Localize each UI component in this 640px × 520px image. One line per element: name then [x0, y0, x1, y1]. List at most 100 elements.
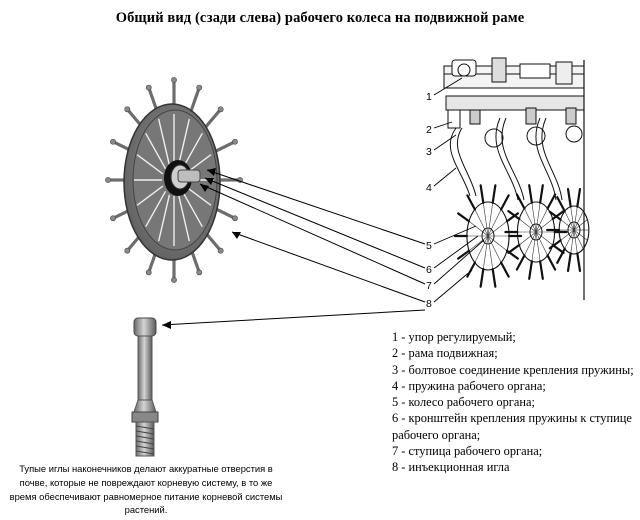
drawing-wheel-needle	[466, 194, 476, 211]
drawing-wheel-spoke	[468, 221, 489, 237]
parts-legend: 1 - упор регулируемый; 2 - рама подвижна…	[392, 329, 637, 476]
drawing-wheel-spoke	[573, 229, 588, 241]
wheel-spoke	[177, 118, 190, 166]
drawing-wheel-spoke	[487, 209, 502, 237]
wheel-spike	[213, 140, 237, 154]
drawing-wheel-needle	[528, 184, 533, 204]
legend-item: 4 - пружина рабочего органа;	[392, 378, 546, 393]
frame-technical-drawing	[443, 57, 590, 300]
drawing-wheel-needle	[576, 187, 582, 208]
wheel-spokes	[134, 114, 214, 246]
needle-collar	[133, 399, 157, 413]
wheel-spoke	[145, 190, 167, 228]
drawing-wheel-needle	[548, 239, 562, 250]
needle-thread-lines	[135, 425, 155, 455]
wheel-spoke	[177, 194, 190, 242]
drawing-wheel-needle	[546, 193, 557, 210]
injection-needle-illustration	[131, 317, 159, 457]
wheel-spike-tip	[145, 84, 152, 91]
drawing-wheel-spoke	[487, 235, 508, 251]
wheel-spike-tip	[105, 177, 111, 183]
injection-wheel-illustration	[105, 77, 243, 283]
wheel-spike-tip	[110, 215, 116, 222]
wheel-spike-tip	[196, 269, 203, 276]
drawing-wheel-needle	[491, 268, 497, 288]
drawing-wheel-spoke	[487, 235, 502, 263]
callout-7: 7	[426, 280, 432, 292]
drawing-wheel-spoke	[487, 235, 493, 270]
drawing-wheel-needle	[500, 194, 510, 211]
drawing-wheel-needle	[551, 243, 565, 254]
drawing-wheel-spoke	[487, 202, 493, 237]
wheel-spike-tip	[232, 138, 238, 145]
drawing-wheel-needle	[548, 210, 562, 221]
drawing-wheel-spoke	[468, 235, 489, 251]
drawing-wheel-needle	[466, 261, 476, 278]
wheel-spike-tip	[124, 106, 131, 113]
drawing-wheel-spoke	[573, 206, 578, 231]
wheel-spoke	[184, 185, 212, 206]
drawing-wheel-needle	[556, 196, 566, 213]
drawing-wheel-spoke	[483, 235, 489, 270]
drawing-wheel-spoke	[474, 235, 489, 263]
callout-4: 4	[426, 182, 432, 194]
drawing-wheel-needle	[507, 210, 521, 221]
drawing-wheel-spoke	[535, 231, 553, 246]
drawing-wheel-needle	[551, 210, 565, 221]
wheel-spoke	[181, 132, 203, 170]
drawing-wheel-needle	[539, 184, 544, 204]
wheel-spike	[189, 86, 201, 114]
needle-tip	[133, 317, 157, 337]
wheel-spike-tip	[196, 84, 203, 91]
drawing-wheel-spoke	[535, 218, 553, 233]
drawing-wheel-needle	[507, 243, 521, 254]
wheel-spoke	[145, 132, 167, 170]
wheel-spike	[203, 107, 223, 130]
wheel-spike-tip	[232, 215, 238, 222]
wheel-spike-tip	[217, 106, 224, 113]
wheel-spike-tip	[145, 269, 152, 276]
needle-shaft	[137, 335, 153, 401]
drawing-wheel-spoke	[487, 221, 508, 237]
callout-1: 1	[426, 91, 432, 103]
drawing-wheel-spoke	[570, 229, 575, 254]
drawing-wheel-spoke	[531, 202, 537, 233]
page-title: Общий вид (сзади слева) рабочего колеса …	[115, 10, 525, 26]
drawing-wheel-needle	[576, 252, 582, 273]
drawing-wheel-needle	[491, 184, 497, 204]
wheel-spike-tip	[110, 138, 116, 145]
drawing-wheel-spoke	[483, 202, 489, 237]
arrowheads	[162, 168, 241, 329]
drawing-wheel-spoke	[564, 229, 575, 249]
legend-item: 8 - инъекционная игла	[392, 460, 510, 475]
drawing-wheel-spoke	[524, 208, 537, 233]
drawing-wheel-spoke	[560, 219, 575, 231]
legend-item: 2 - рама подвижная;	[392, 346, 498, 361]
callout-6: 6	[426, 264, 432, 276]
wheel-spike-tip	[171, 77, 177, 83]
legend-item: 5 - колесо рабочего органа;	[392, 395, 535, 410]
drawing-wheel-spoke	[573, 229, 584, 249]
legend-item: 7 - ступица рабочего органа;	[392, 444, 543, 459]
drawing-wheel-spoke	[560, 229, 575, 241]
needle-nut	[131, 411, 159, 423]
callout-numbers: 1 2 3 4 5 6 7 8	[426, 91, 432, 310]
drawing-wheel-needle	[500, 261, 510, 278]
drawing-wheel-needle	[546, 254, 557, 271]
drawing-wheel-spoke	[519, 231, 537, 246]
drawing-wheel-spoke	[519, 218, 537, 233]
drawing-wheel-spoke	[535, 231, 548, 256]
drawing-wheel-needle	[505, 212, 519, 223]
drawing-wheel-spoke	[524, 231, 537, 256]
drawing-wheel-needle	[515, 193, 526, 210]
drawing-wheel-spoke	[474, 209, 489, 237]
drawing-wheel-spoke	[573, 211, 584, 231]
callout-8: 8	[426, 298, 432, 310]
callout-5: 5	[426, 240, 432, 252]
wheel-spoke	[136, 154, 164, 175]
drawing-wheel-needle	[479, 184, 485, 204]
wheel-spoke	[158, 194, 171, 242]
needle-caption: Тупые иглы наконечников делают аккуратны…	[9, 463, 283, 516]
drawing-wheel-spoke	[535, 208, 548, 233]
legend-item: 1 - упор регулируемый;	[392, 330, 516, 344]
